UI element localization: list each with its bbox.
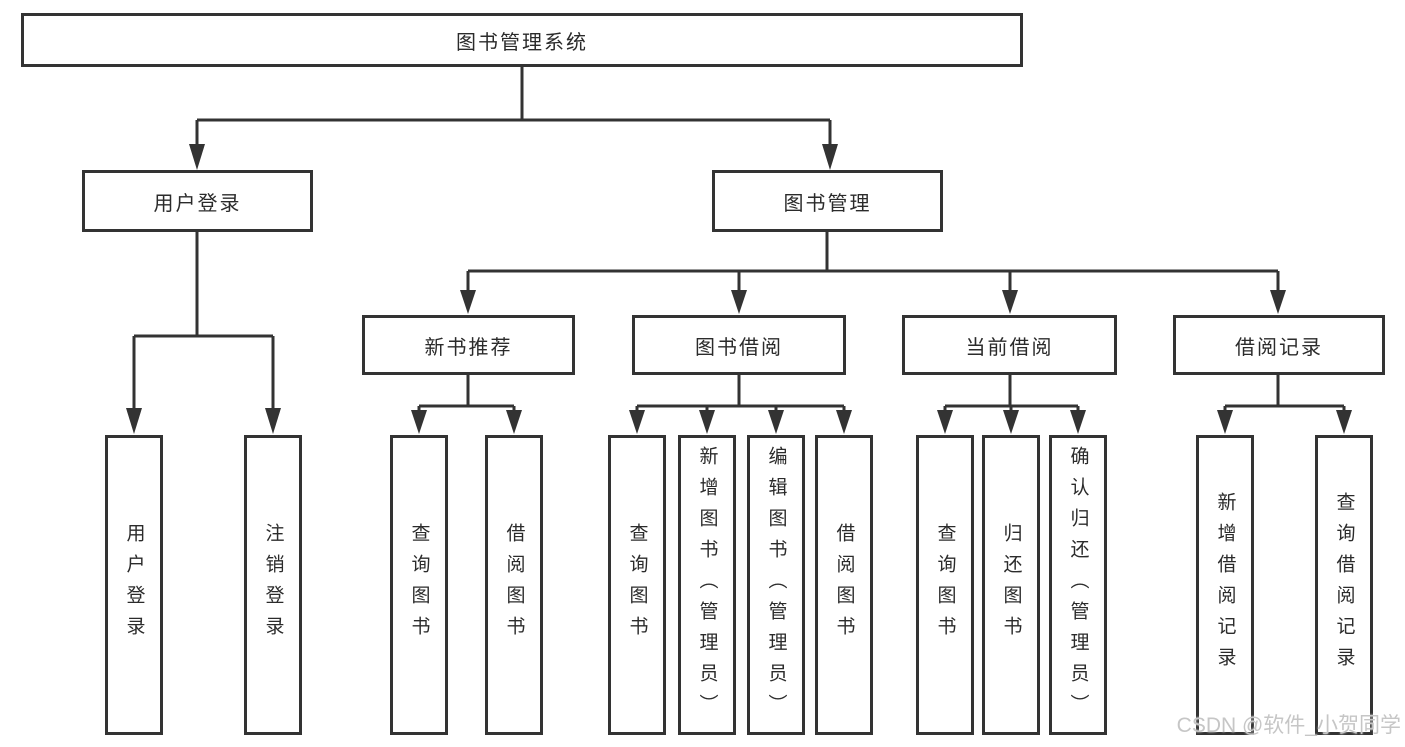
- leaf-logout-label: 注销登录: [262, 523, 284, 647]
- node-borrow-records-label: 借阅记录: [1235, 336, 1323, 359]
- leaf-query-books-current: 查询图书: [916, 435, 974, 735]
- node-borrow-records: 借阅记录: [1173, 315, 1385, 375]
- leaf-confirm-return-admin-label: 确认归还（管理员）: [1067, 445, 1089, 725]
- leaf-add-books-admin-label: 新增图书（管理员）: [696, 445, 718, 725]
- node-root-label: 图书管理系统: [456, 31, 588, 54]
- node-book-management-label: 图书管理: [783, 192, 872, 215]
- leaf-return-books: 归还图书: [982, 435, 1040, 735]
- node-user-login: 用户登录: [82, 170, 313, 232]
- connector-book-management: [460, 231, 1286, 314]
- node-book-management: 图书管理: [712, 170, 943, 232]
- leaf-return-books-label: 归还图书: [1000, 523, 1022, 647]
- leaf-borrow-books-borrow: 借阅图书: [815, 435, 873, 735]
- connector-book-borrow: [629, 374, 852, 434]
- node-root: 图书管理系统: [21, 13, 1023, 67]
- leaf-user-login: 用户登录: [105, 435, 163, 735]
- leaf-add-books-admin: 新增图书（管理员）: [678, 435, 736, 735]
- leaf-query-books-borrow: 查询图书: [608, 435, 666, 735]
- node-current-borrow-label: 当前借阅: [965, 336, 1054, 359]
- connector-new-book-recommend: [411, 374, 522, 434]
- leaf-borrow-books-borrow-label: 借阅图书: [833, 523, 855, 647]
- leaf-add-borrow-record: 新增借阅记录: [1196, 435, 1254, 735]
- connector-user-login: [126, 231, 281, 434]
- leaf-edit-books-admin-label: 编辑图书（管理员）: [765, 445, 787, 725]
- connector-borrow-records: [1217, 374, 1352, 434]
- connector-root: [189, 66, 838, 170]
- leaf-add-borrow-record-label: 新增借阅记录: [1214, 492, 1236, 678]
- leaf-borrow-books-recommend-label: 借阅图书: [503, 523, 525, 647]
- leaf-user-login-label: 用户登录: [123, 523, 145, 647]
- leaf-logout: 注销登录: [244, 435, 302, 735]
- leaf-query-borrow-record-label: 查询借阅记录: [1333, 492, 1355, 678]
- leaf-borrow-books-recommend: 借阅图书: [485, 435, 543, 735]
- node-new-book-recommend: 新书推荐: [362, 315, 575, 375]
- leaf-query-books-recommend: 查询图书: [390, 435, 448, 735]
- leaf-query-books-current-label: 查询图书: [934, 523, 956, 647]
- node-new-book-recommend-label: 新书推荐: [424, 336, 513, 359]
- node-current-borrow: 当前借阅: [902, 315, 1117, 375]
- node-book-borrow-label: 图书借阅: [695, 336, 783, 359]
- leaf-confirm-return-admin: 确认归还（管理员）: [1049, 435, 1107, 735]
- node-user-login-label: 用户登录: [153, 192, 242, 215]
- leaf-query-books-borrow-label: 查询图书: [626, 523, 648, 647]
- leaf-query-borrow-record: 查询借阅记录: [1315, 435, 1373, 735]
- leaf-edit-books-admin: 编辑图书（管理员）: [747, 435, 805, 735]
- watermark: CSDN @软件_小贺同学: [1176, 714, 1401, 737]
- connector-current-borrow: [937, 374, 1086, 434]
- node-book-borrow: 图书借阅: [632, 315, 846, 375]
- leaf-query-books-recommend-label: 查询图书: [408, 523, 430, 647]
